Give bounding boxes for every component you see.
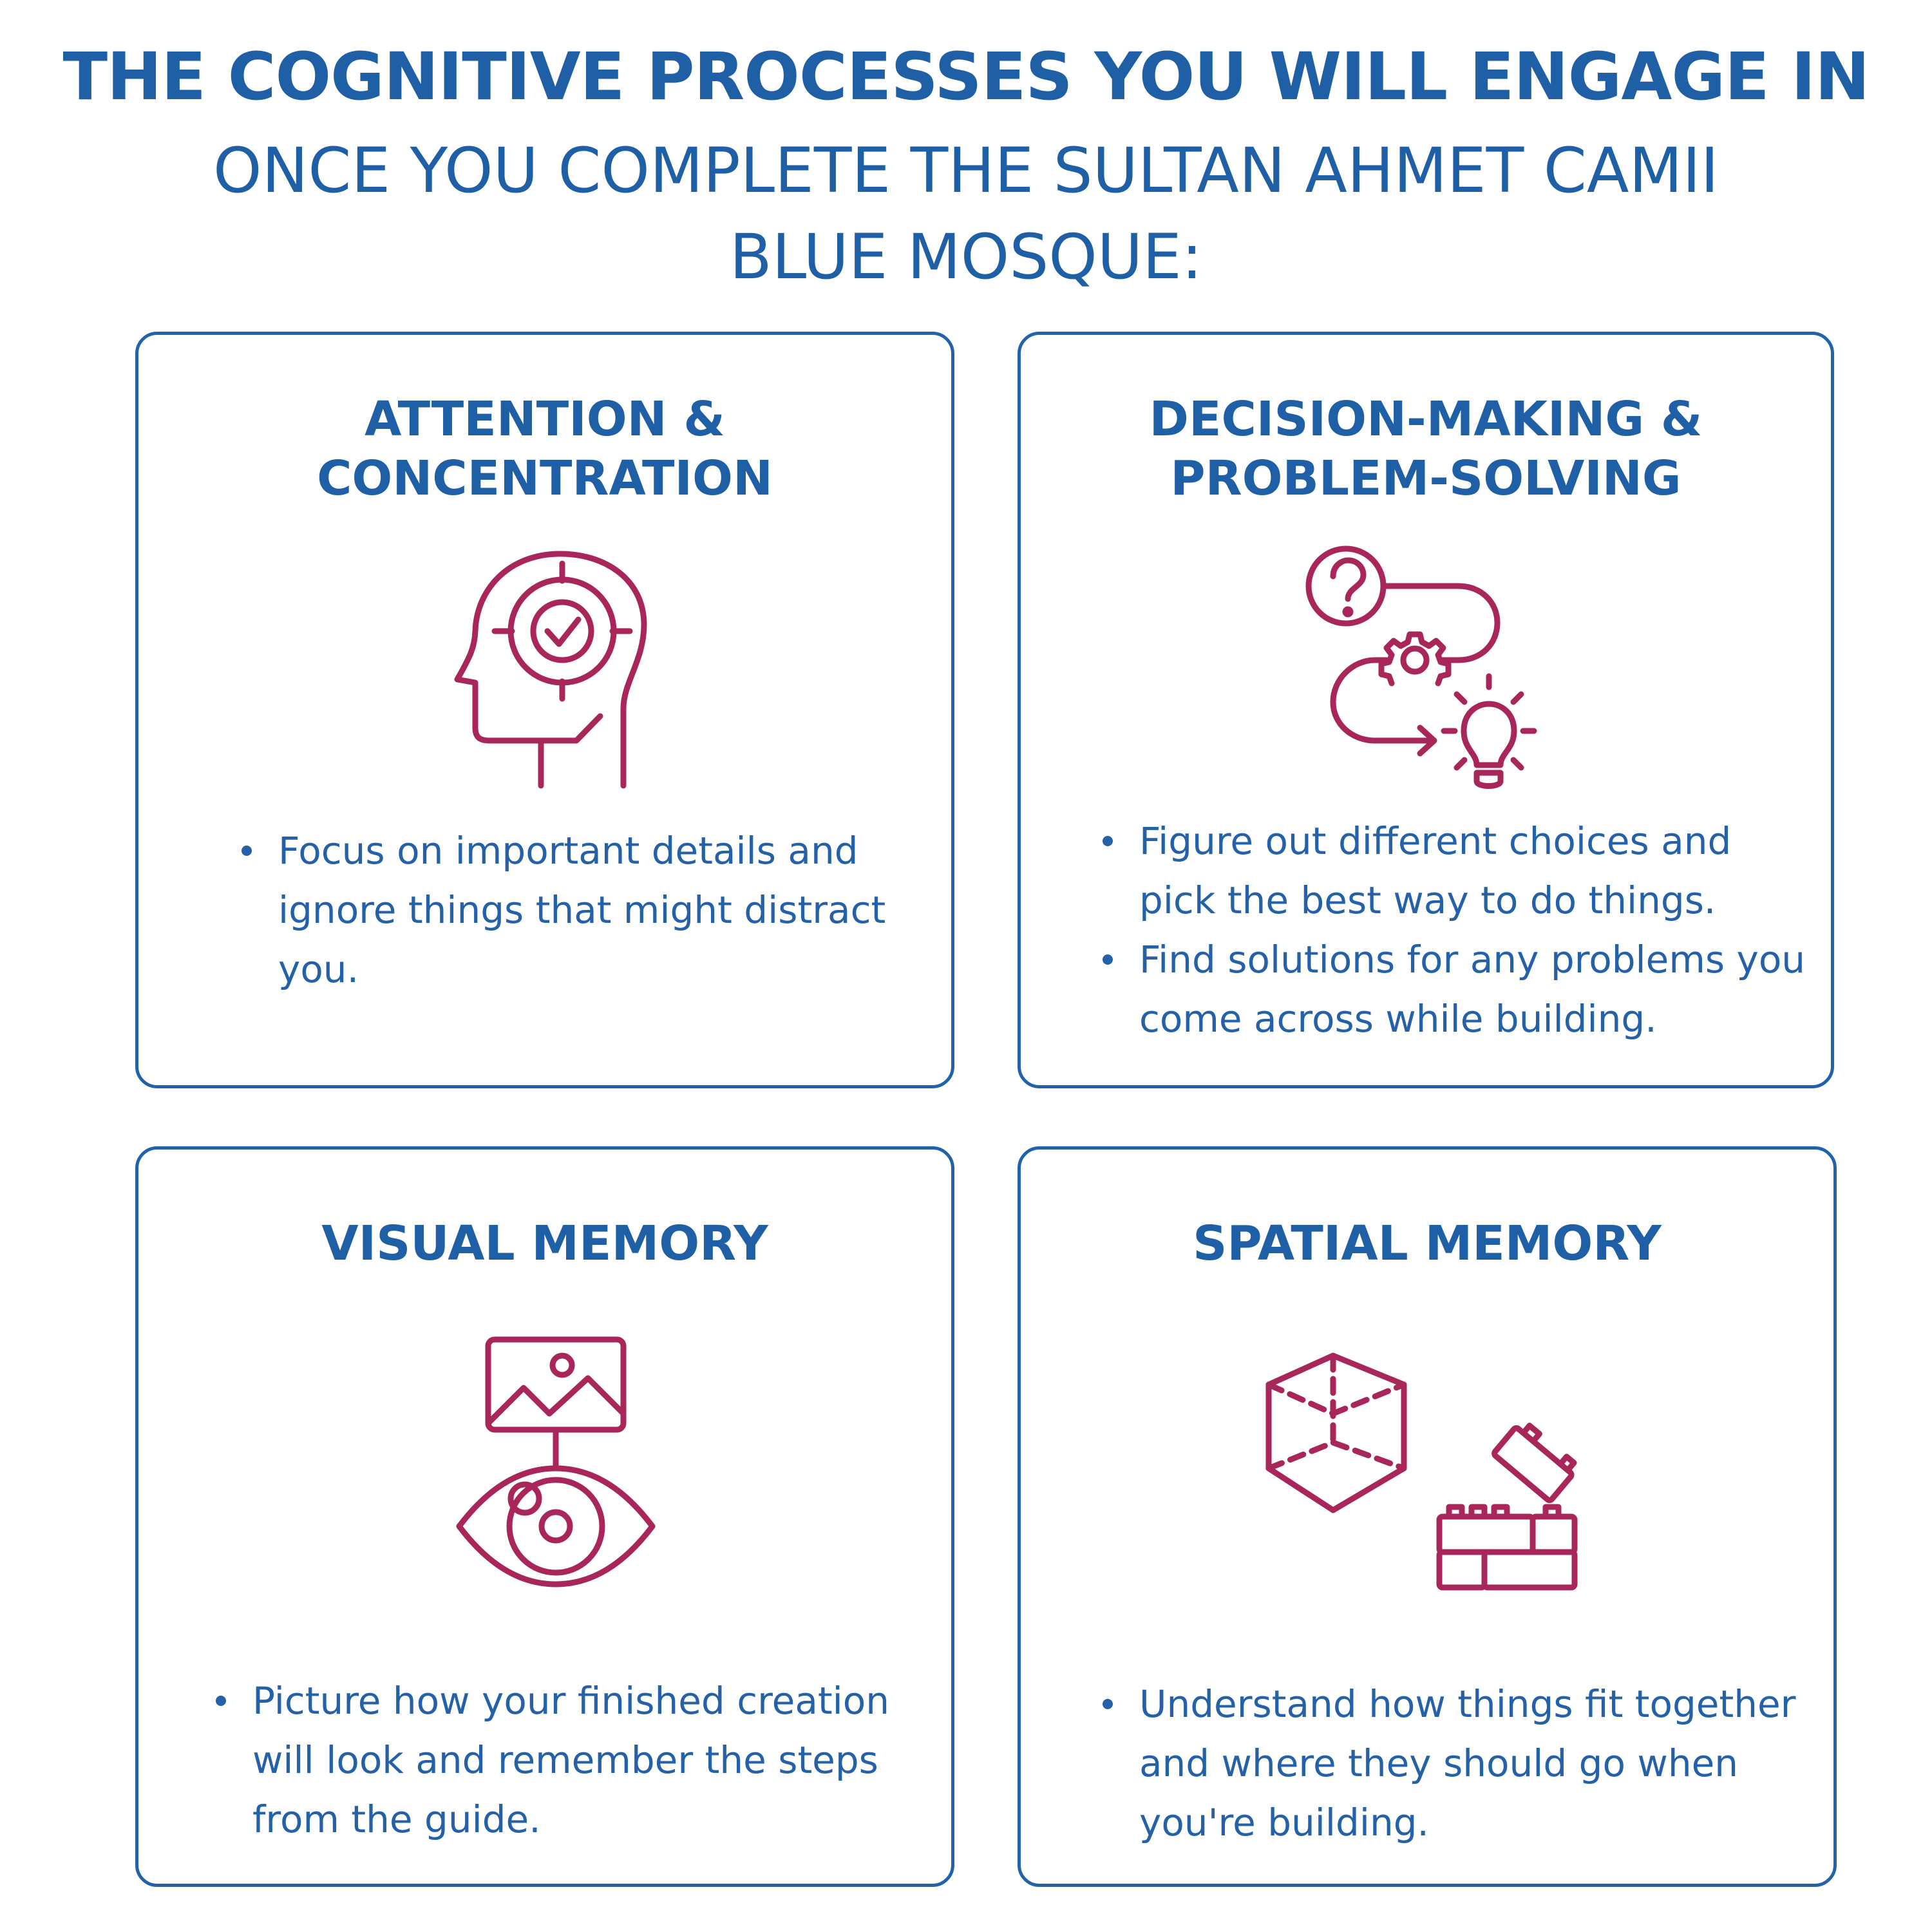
card-title: ATTENTION & CONCENTRATION bbox=[138, 390, 951, 508]
bullet-item: Focus on important details and ignore th… bbox=[242, 821, 937, 999]
bullet-item: Figure out different choices and pick th… bbox=[1103, 811, 1811, 930]
bullet-list: Understand how things fit together and w… bbox=[1103, 1674, 1824, 1852]
subtitle-line-1: ONCE YOU COMPLETE THE SULTAN AHMET CAMII bbox=[213, 135, 1719, 207]
page-title: THE COGNITIVE PROCESSES YOU WILL ENGAGE … bbox=[62, 39, 1870, 115]
cube-blocks-icon bbox=[1262, 1349, 1597, 1594]
picture-eye-icon bbox=[453, 1333, 665, 1604]
bullet-list: Focus on important details and ignore th… bbox=[242, 821, 937, 999]
card-title-line-1: DECISION-MAKING & bbox=[1149, 392, 1703, 447]
bullet-item: Picture how your finished creation will … bbox=[216, 1671, 943, 1849]
head-target-icon bbox=[451, 547, 657, 792]
card-title-line-2: CONCENTRATION bbox=[317, 451, 773, 506]
card-spatial-memory: SPATIAL MEMORY Understand how things fit… bbox=[1018, 1146, 1837, 1887]
card-title-line-2: PROBLEM-SOLVING bbox=[1170, 451, 1681, 506]
card-decision-making: DECISION-MAKING & PROBLEM-SOLVING bbox=[1018, 332, 1834, 1088]
question-gear-lightbulb-icon bbox=[1304, 544, 1555, 789]
page-subtitle: ONCE YOU COMPLETE THE SULTAN AHMET CAMII… bbox=[0, 128, 1932, 300]
card-title: DECISION-MAKING & PROBLEM-SOLVING bbox=[1021, 390, 1831, 508]
card-title-line-1: ATTENTION & bbox=[365, 392, 725, 447]
card-title-line-1: SPATIAL MEMORY bbox=[1193, 1216, 1662, 1271]
card-title: SPATIAL MEMORY bbox=[1021, 1214, 1833, 1273]
card-attention-concentration: ATTENTION & CONCENTRATION Focus on impor… bbox=[135, 332, 954, 1088]
subtitle-line-2: BLUE MOSQUE: bbox=[729, 221, 1203, 293]
bullet-item: Understand how things fit together and w… bbox=[1103, 1674, 1824, 1852]
bullet-list: Figure out different choices and pick th… bbox=[1103, 811, 1811, 1048]
bullet-list: Picture how your finished creation will … bbox=[216, 1671, 943, 1849]
bullet-item: Find solutions for any problems you come… bbox=[1103, 930, 1811, 1048]
card-title-line-1: VISUAL MEMORY bbox=[321, 1216, 768, 1271]
card-title: VISUAL MEMORY bbox=[138, 1214, 951, 1273]
card-visual-memory: VISUAL MEMORY Picture how your finished … bbox=[135, 1146, 954, 1887]
